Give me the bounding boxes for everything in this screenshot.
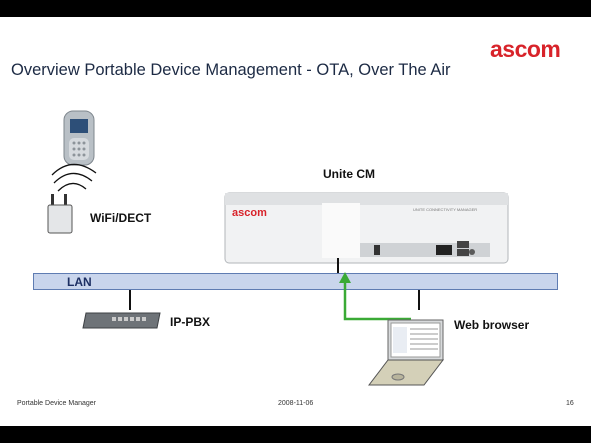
ip-pbx-label: IP-PBX (170, 315, 211, 329)
lan-bus: LAN (33, 273, 558, 290)
footer-date: 2008-11-06 (278, 400, 314, 407)
access-arrow (339, 272, 411, 321)
unite-cm-panel-text: UNITE CONNECTIVITY MANAGER (413, 207, 478, 212)
slide: ascom Overview Portable Device Managemen… (0, 17, 591, 426)
radio-waves-icon (51, 163, 97, 192)
unite-cm-lan-link (337, 258, 339, 273)
page-number: 16 (566, 400, 574, 407)
wifi-dect-label: WiFi/DECT (90, 211, 152, 225)
pbx-lan-link (129, 290, 131, 310)
unite-cm-brand: ascom (232, 207, 267, 219)
footer-left: Portable Device Manager (17, 400, 96, 407)
lan-label: LAN (67, 275, 92, 289)
unite-cm-device: ascom UNITE CONNECTIVITY MANAGER (222, 189, 511, 267)
access-point-icon (47, 194, 73, 234)
unite-cm-label: Unite CM (323, 167, 375, 181)
slide-title: Overview Portable Device Management - OT… (11, 61, 451, 79)
laptop-icon (368, 319, 445, 386)
ascom-logo: ascom (490, 36, 561, 62)
browser-lan-link (418, 290, 420, 310)
ip-pbx-icon (82, 312, 161, 329)
web-browser-label: Web browser (454, 318, 530, 332)
handset-icon (63, 110, 95, 166)
